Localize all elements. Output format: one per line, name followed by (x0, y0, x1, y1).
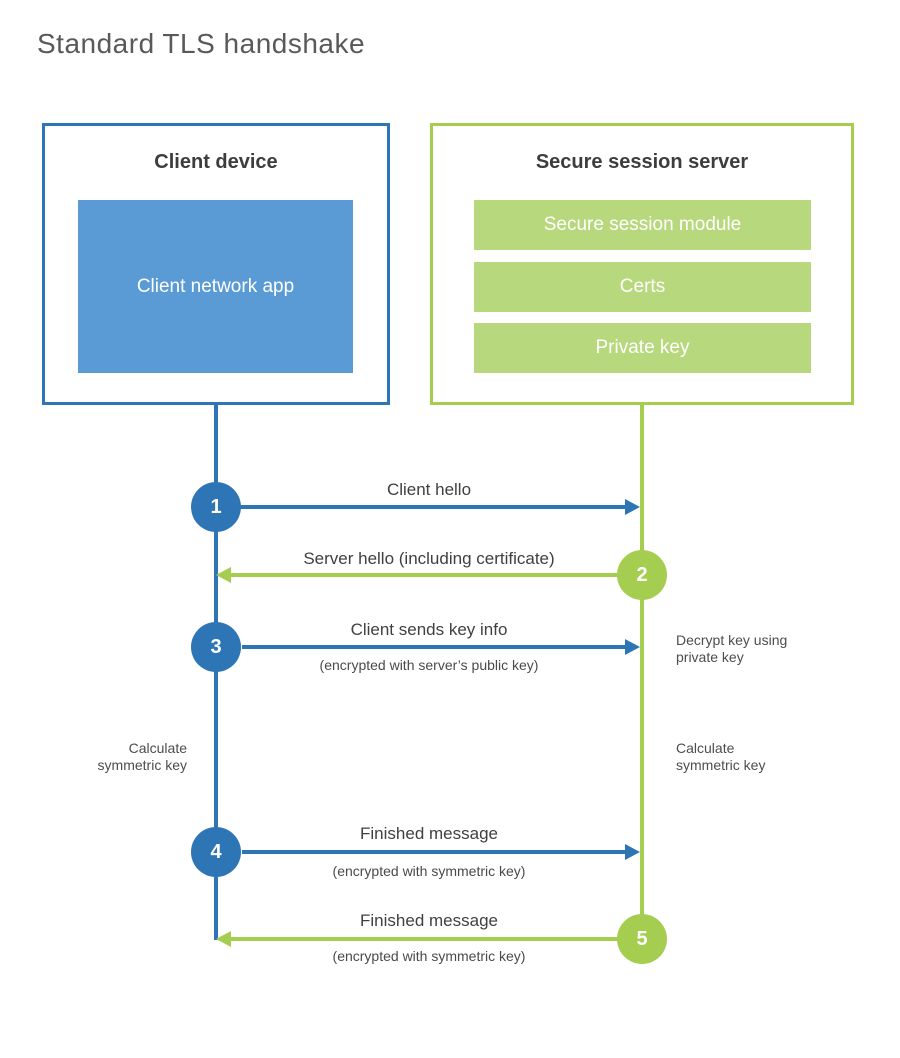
private-key-block: Private key (474, 323, 811, 373)
client-lifeline (214, 405, 218, 940)
step-3-number: 3 (210, 635, 222, 658)
step-4-arrow (242, 844, 640, 860)
step-1-arrow-shaft (240, 505, 627, 509)
secure-session-server-title: Secure session server (535, 151, 749, 173)
step-5-arrowhead-icon (216, 931, 231, 947)
note-decrypt-key: Decrypt key using private key (676, 632, 787, 666)
step-4-circle: 4 (191, 827, 241, 877)
step-4-number: 4 (210, 840, 222, 863)
step-4-arrow-shaft (242, 850, 627, 854)
step-4-sublabel: (encrypted with symmetric key) (332, 863, 526, 879)
step-3-sublabel: (encrypted with server’s public key) (319, 657, 539, 673)
certs-block: Certs (474, 262, 811, 312)
step-3-arrow-shaft (242, 645, 627, 649)
step-3-circle: 3 (191, 622, 241, 672)
step-5-sublabel: (encrypted with symmetric key) (332, 948, 526, 964)
step-5-arrow-shaft (229, 937, 618, 941)
client-network-app-block: Client network app (78, 200, 353, 373)
client-device-title: Client device (154, 151, 278, 173)
step-1-number: 1 (210, 495, 222, 518)
step-5-label: Finished message (360, 911, 498, 930)
step-2-label: Server hello (including certificate) (303, 549, 555, 568)
step-5-circle: 5 (617, 914, 667, 964)
note-calc-symmetric-server: Calculate symmetric key (676, 740, 765, 774)
step-2-arrowhead-icon (216, 567, 231, 583)
step-2-arrow-shaft (229, 573, 618, 577)
server-lifeline (640, 405, 644, 939)
note-calc-server-line1: Calculate (676, 740, 735, 756)
step-1-arrowhead-icon (625, 499, 640, 515)
note-decrypt-key-line1: Decrypt key using (676, 632, 788, 648)
client-network-app-label: Client network app (136, 275, 295, 297)
note-calc-client-line2: symmetric key (97, 757, 187, 773)
step-4-arrowhead-icon (625, 844, 640, 860)
step-3-arrow (242, 639, 640, 655)
step-1-label: Client hello (386, 480, 472, 499)
secure-session-module-block: Secure session module (474, 200, 811, 250)
step-3-arrowhead-icon (625, 639, 640, 655)
page-title: Standard TLS handshake (37, 28, 366, 59)
step-5-number: 5 (636, 927, 648, 950)
step-2-arrow (216, 567, 618, 583)
note-calc-server-line2: symmetric key (676, 757, 766, 773)
note-calc-client-line1: Calculate (128, 740, 187, 756)
step-2-number: 2 (636, 563, 648, 586)
step-3-label: Client sends key info (350, 620, 508, 639)
step-5-arrow (216, 931, 618, 947)
note-decrypt-key-line2: private key (676, 649, 744, 665)
note-calc-symmetric-client: Calculate symmetric key (98, 740, 187, 774)
step-1-arrow (240, 499, 640, 515)
step-4-label: Finished message (360, 824, 498, 843)
step-1-circle: 1 (191, 482, 241, 532)
step-2-circle: 2 (617, 550, 667, 600)
